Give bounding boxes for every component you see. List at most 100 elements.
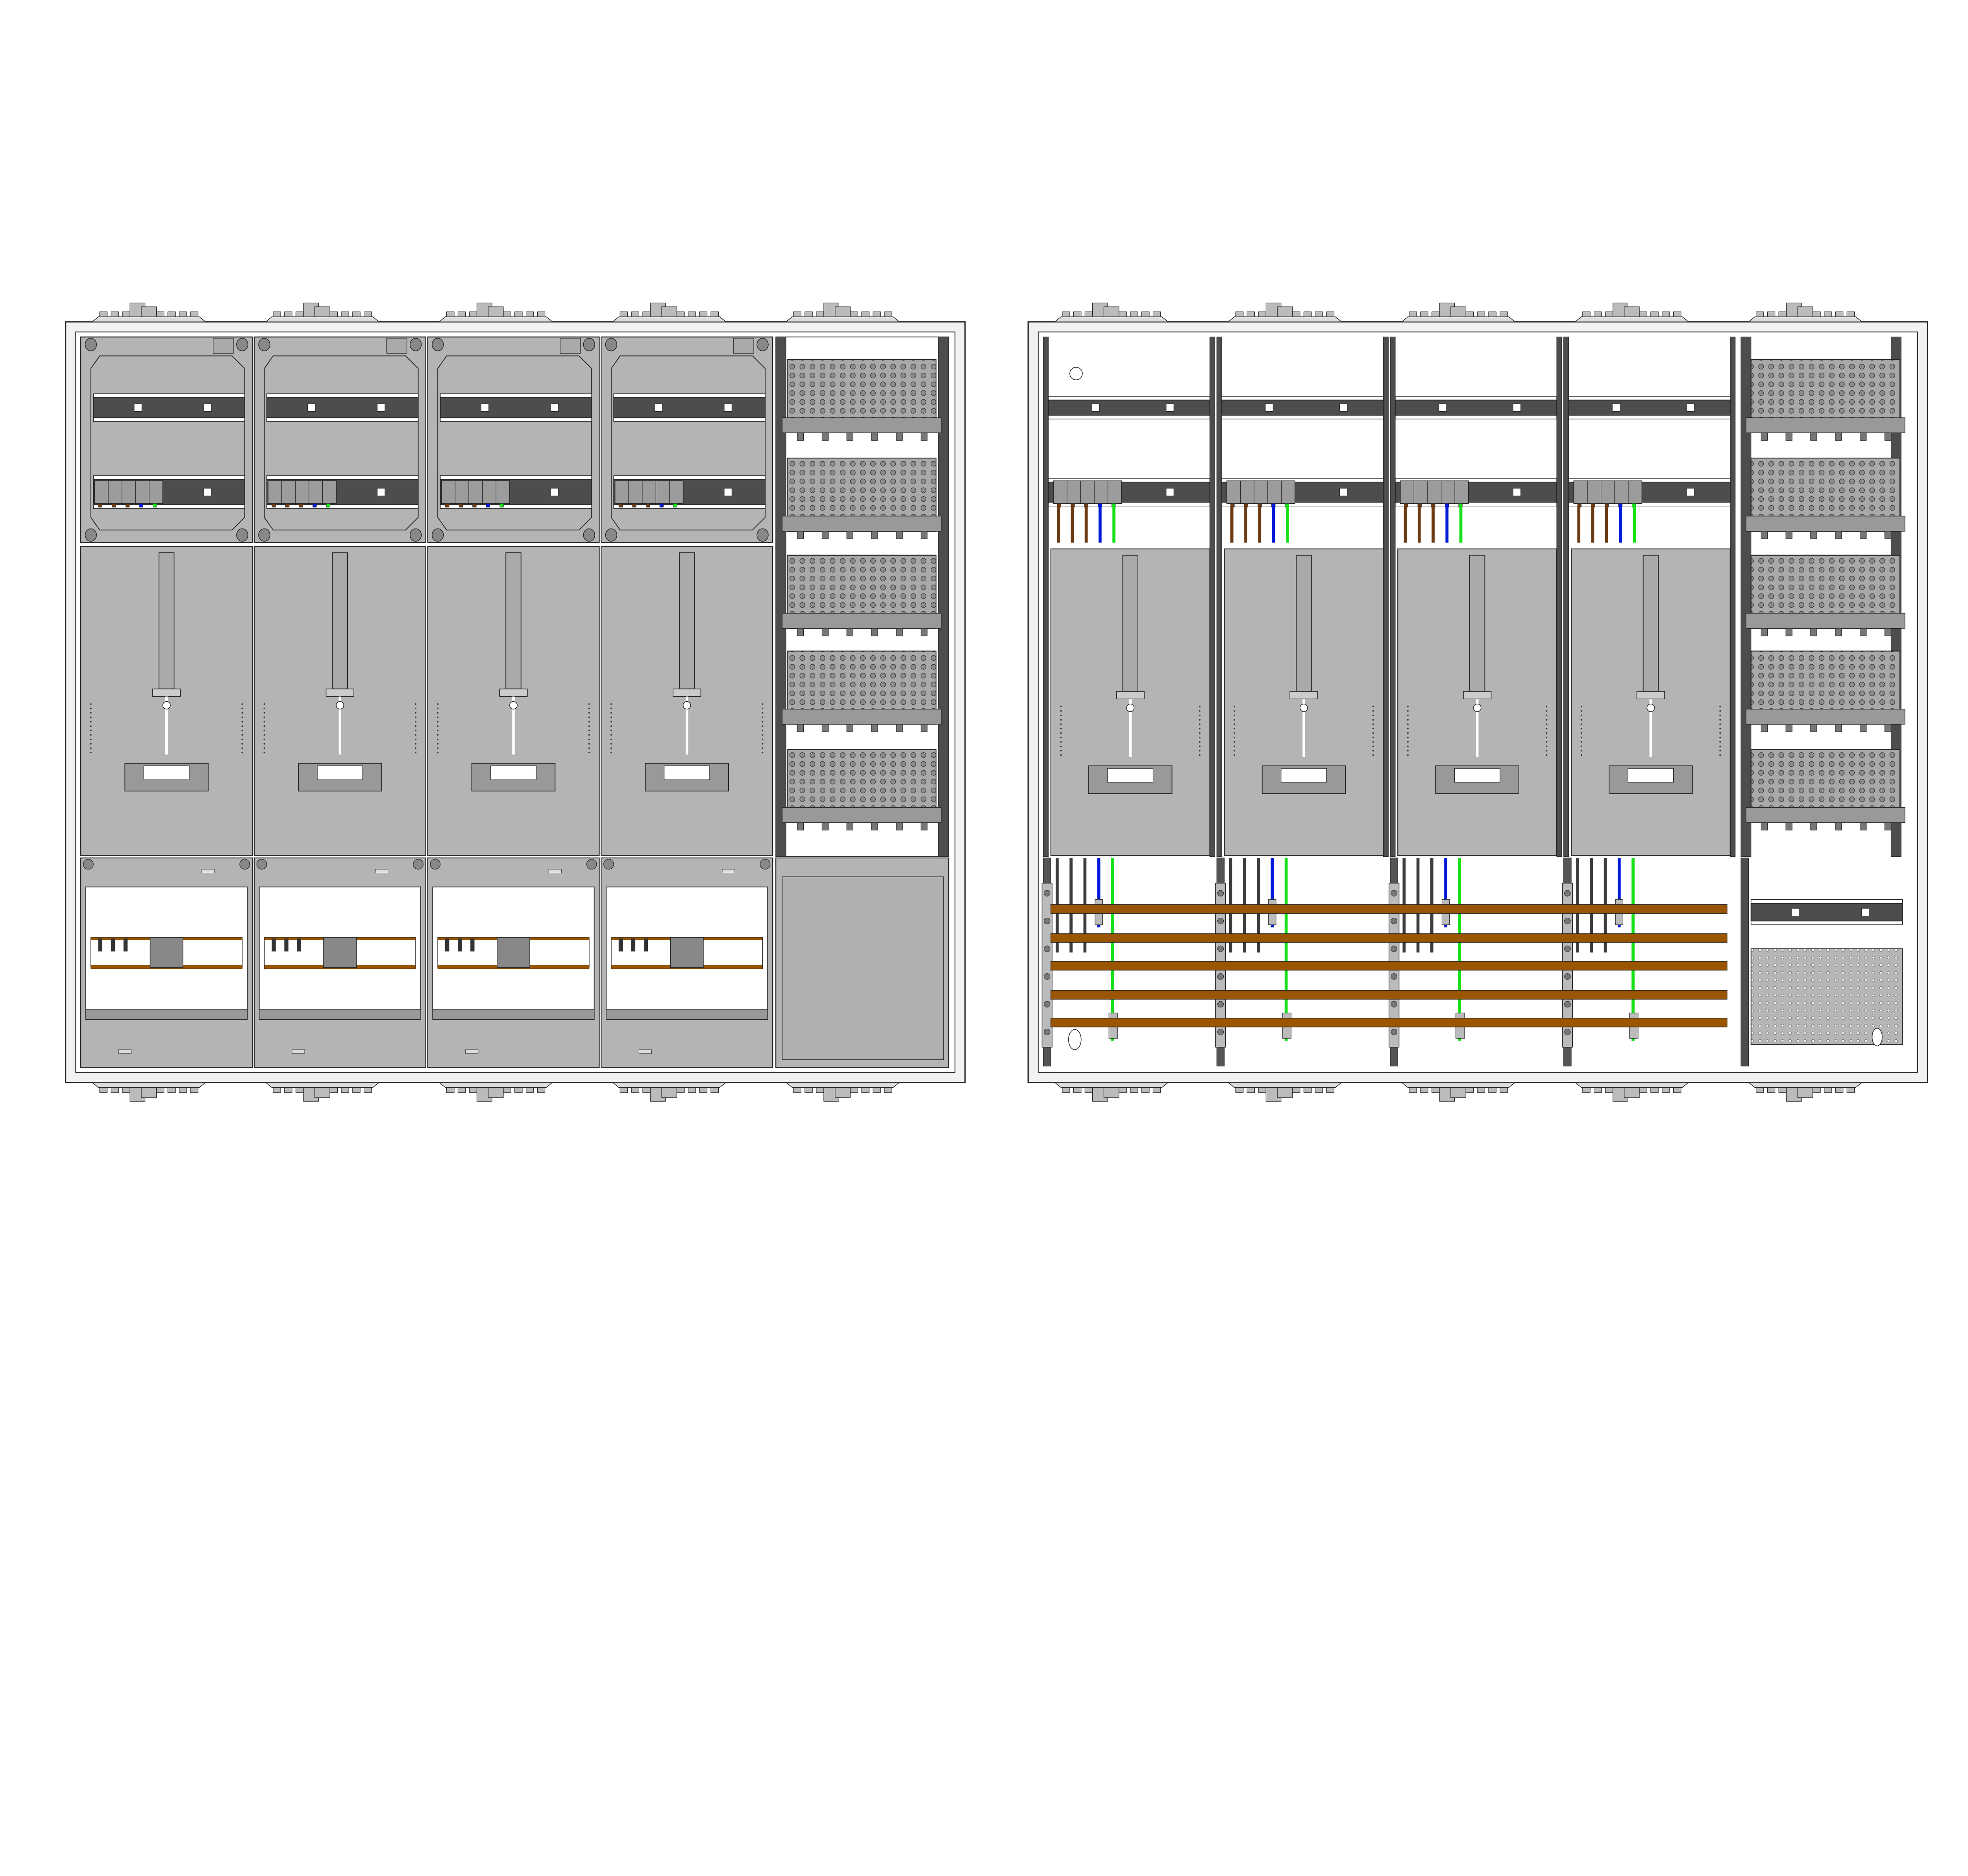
cable-grommet: [469, 1087, 477, 1093]
meter-slot: [332, 552, 348, 689]
cable-grommet: [1420, 311, 1428, 317]
adjust-knob: [162, 701, 171, 710]
bracket-screw: [896, 822, 903, 831]
cable-grommet: [1130, 1087, 1138, 1093]
main-fuse-pin: [111, 938, 115, 952]
busbar-screw: [1564, 1029, 1571, 1035]
scale-dot: [1407, 728, 1409, 730]
adjust-knob: [509, 701, 518, 710]
scale-dot: [241, 725, 243, 727]
scale-dot: [1199, 719, 1200, 721]
main-fuse-pin: [618, 938, 623, 952]
cable-grommet: [1650, 311, 1659, 317]
scale-dot: [1372, 723, 1374, 725]
cable-grommet: [1582, 311, 1591, 317]
terminal-block: [1226, 480, 1295, 504]
cable-grommet: [1824, 311, 1832, 317]
cable-grommet: [1409, 311, 1417, 317]
terminal-color-marker: [139, 503, 143, 508]
scale-dot: [263, 730, 265, 732]
cable-grommet: [710, 1087, 719, 1093]
scale-dot: [1546, 741, 1548, 743]
scale-dot: [1199, 714, 1200, 716]
cabinet-front-view: [65, 303, 966, 1102]
terminal-block: [1400, 480, 1469, 504]
busbar-screw: [1044, 973, 1051, 980]
scale-dot: [588, 721, 590, 723]
scale-dot: [1546, 745, 1548, 747]
scale-dot: [90, 716, 92, 718]
scale-dot: [610, 747, 612, 749]
meter-slot: [1122, 554, 1138, 692]
scale-dot: [415, 747, 417, 749]
scale-dot: [1719, 745, 1721, 747]
scale-dot: [1407, 714, 1409, 716]
busbar-screw: [1391, 973, 1397, 980]
scale-dot: [415, 734, 417, 736]
bracket-screw: [797, 531, 804, 539]
bracket-screw: [1860, 822, 1867, 831]
vertical-support-rail: [1556, 336, 1562, 857]
cable-entry-strip: [1574, 316, 1690, 322]
scale-dot: [90, 734, 92, 736]
busbar-holder: [1041, 883, 1052, 1048]
scale-dot: [1580, 741, 1582, 743]
busbar-screw: [1044, 945, 1051, 952]
bracket-screw: [1884, 822, 1892, 831]
scale-dot: [762, 708, 764, 710]
scale-dot: [762, 747, 764, 749]
scale-dot: [1199, 710, 1200, 712]
scale-dot: [1580, 754, 1582, 756]
cable-grommet: [1673, 311, 1681, 317]
scale-dot: [1372, 714, 1374, 716]
cable-grommet: [642, 311, 651, 317]
din-rail: [613, 397, 766, 418]
cable-grommet: [446, 311, 455, 317]
scale-dot: [762, 725, 764, 727]
cover-screw: [760, 859, 771, 870]
cable-grommet: [816, 1087, 824, 1093]
scale-dot: [90, 708, 92, 710]
scale-dot: [90, 730, 92, 732]
scale-dot: [437, 725, 439, 727]
cable-grommet: [352, 1087, 361, 1093]
cable-grommet: [1303, 311, 1312, 317]
scale-dot: [1372, 737, 1374, 738]
din-rail: [1750, 903, 1903, 922]
rail-slot: [377, 488, 385, 496]
busbar-screw: [1564, 1001, 1571, 1007]
plate-bracket: [782, 417, 941, 433]
cable-grommet: [1326, 311, 1335, 317]
scale-dot: [1199, 723, 1200, 725]
scale-dot: [263, 734, 265, 736]
cable-grommet: [1152, 311, 1161, 317]
plate-bracket: [1746, 709, 1905, 725]
plate-bracket: [1746, 417, 1905, 433]
label-slot: [292, 1049, 305, 1054]
cable-grommet: [1141, 1087, 1150, 1093]
scale-dot: [1060, 732, 1062, 734]
scale-dot: [1199, 737, 1200, 738]
busbar-screw: [1217, 918, 1224, 924]
scale-dot: [90, 747, 92, 749]
bracket-screw: [921, 531, 928, 539]
rail-slot: [1686, 403, 1694, 412]
cable-grommet: [816, 311, 824, 317]
cable-grommet: [688, 1087, 696, 1093]
busbar-screw: [1391, 945, 1397, 952]
bracket-screw: [846, 822, 853, 831]
compartment-bottom-bar: [259, 1009, 421, 1020]
scale-dot: [1199, 741, 1200, 743]
cable-grommet: [295, 311, 304, 317]
cover-hinge: [560, 338, 581, 354]
scale-dot: [1060, 723, 1062, 725]
scale-dot: [415, 703, 417, 705]
terminal-color-marker: [673, 503, 677, 508]
cable-grommet: [1277, 306, 1293, 317]
cable-grommet: [1062, 1087, 1070, 1093]
cable-grommet: [631, 311, 640, 317]
cable-grommet: [1797, 306, 1813, 317]
rail-slot: [1339, 488, 1348, 496]
scale-dot: [762, 721, 764, 723]
cable-grommet: [642, 1087, 651, 1093]
